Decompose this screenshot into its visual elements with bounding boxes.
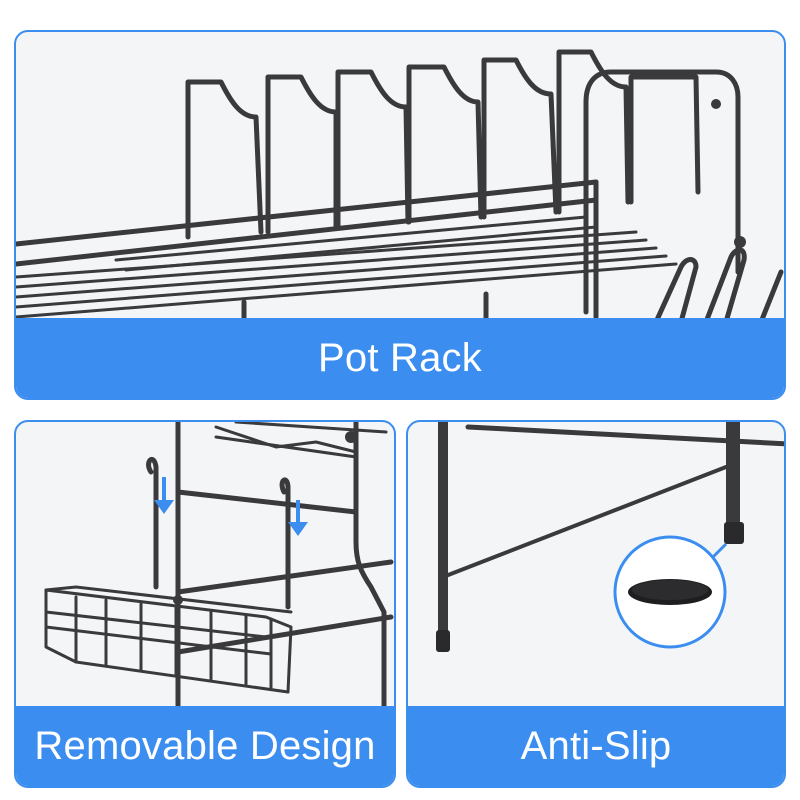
- removable-design-caption-bar: Removable Design: [16, 706, 394, 786]
- right-foot-cap: [724, 522, 744, 544]
- removable-basket-illustration: [44, 422, 394, 710]
- arrow-down-icon: [288, 500, 308, 536]
- pot-rack-illustration: [16, 49, 784, 322]
- anti-slip-caption: Anti-Slip: [520, 723, 672, 768]
- anti-slip-feet-illustration: [436, 422, 784, 652]
- pot-rack-panel: Pot Rack: [14, 30, 786, 400]
- pot-rack-photo: [16, 32, 784, 322]
- arrow-down-icon: [154, 477, 174, 514]
- removable-design-caption: Removable Design: [34, 723, 376, 768]
- anti-slip-photo: [408, 422, 784, 710]
- anti-slip-panel: Anti-Slip: [406, 420, 786, 788]
- pot-rack-caption: Pot Rack: [318, 335, 482, 380]
- anti-slip-caption-bar: Anti-Slip: [408, 706, 784, 786]
- left-foot-cap: [436, 630, 450, 652]
- removable-design-panel: Removable Design: [14, 420, 396, 788]
- removable-design-photo: [16, 422, 394, 710]
- pot-rack-caption-bar: Pot Rack: [16, 318, 784, 398]
- anti-slip-pad-icon: [613, 535, 727, 649]
